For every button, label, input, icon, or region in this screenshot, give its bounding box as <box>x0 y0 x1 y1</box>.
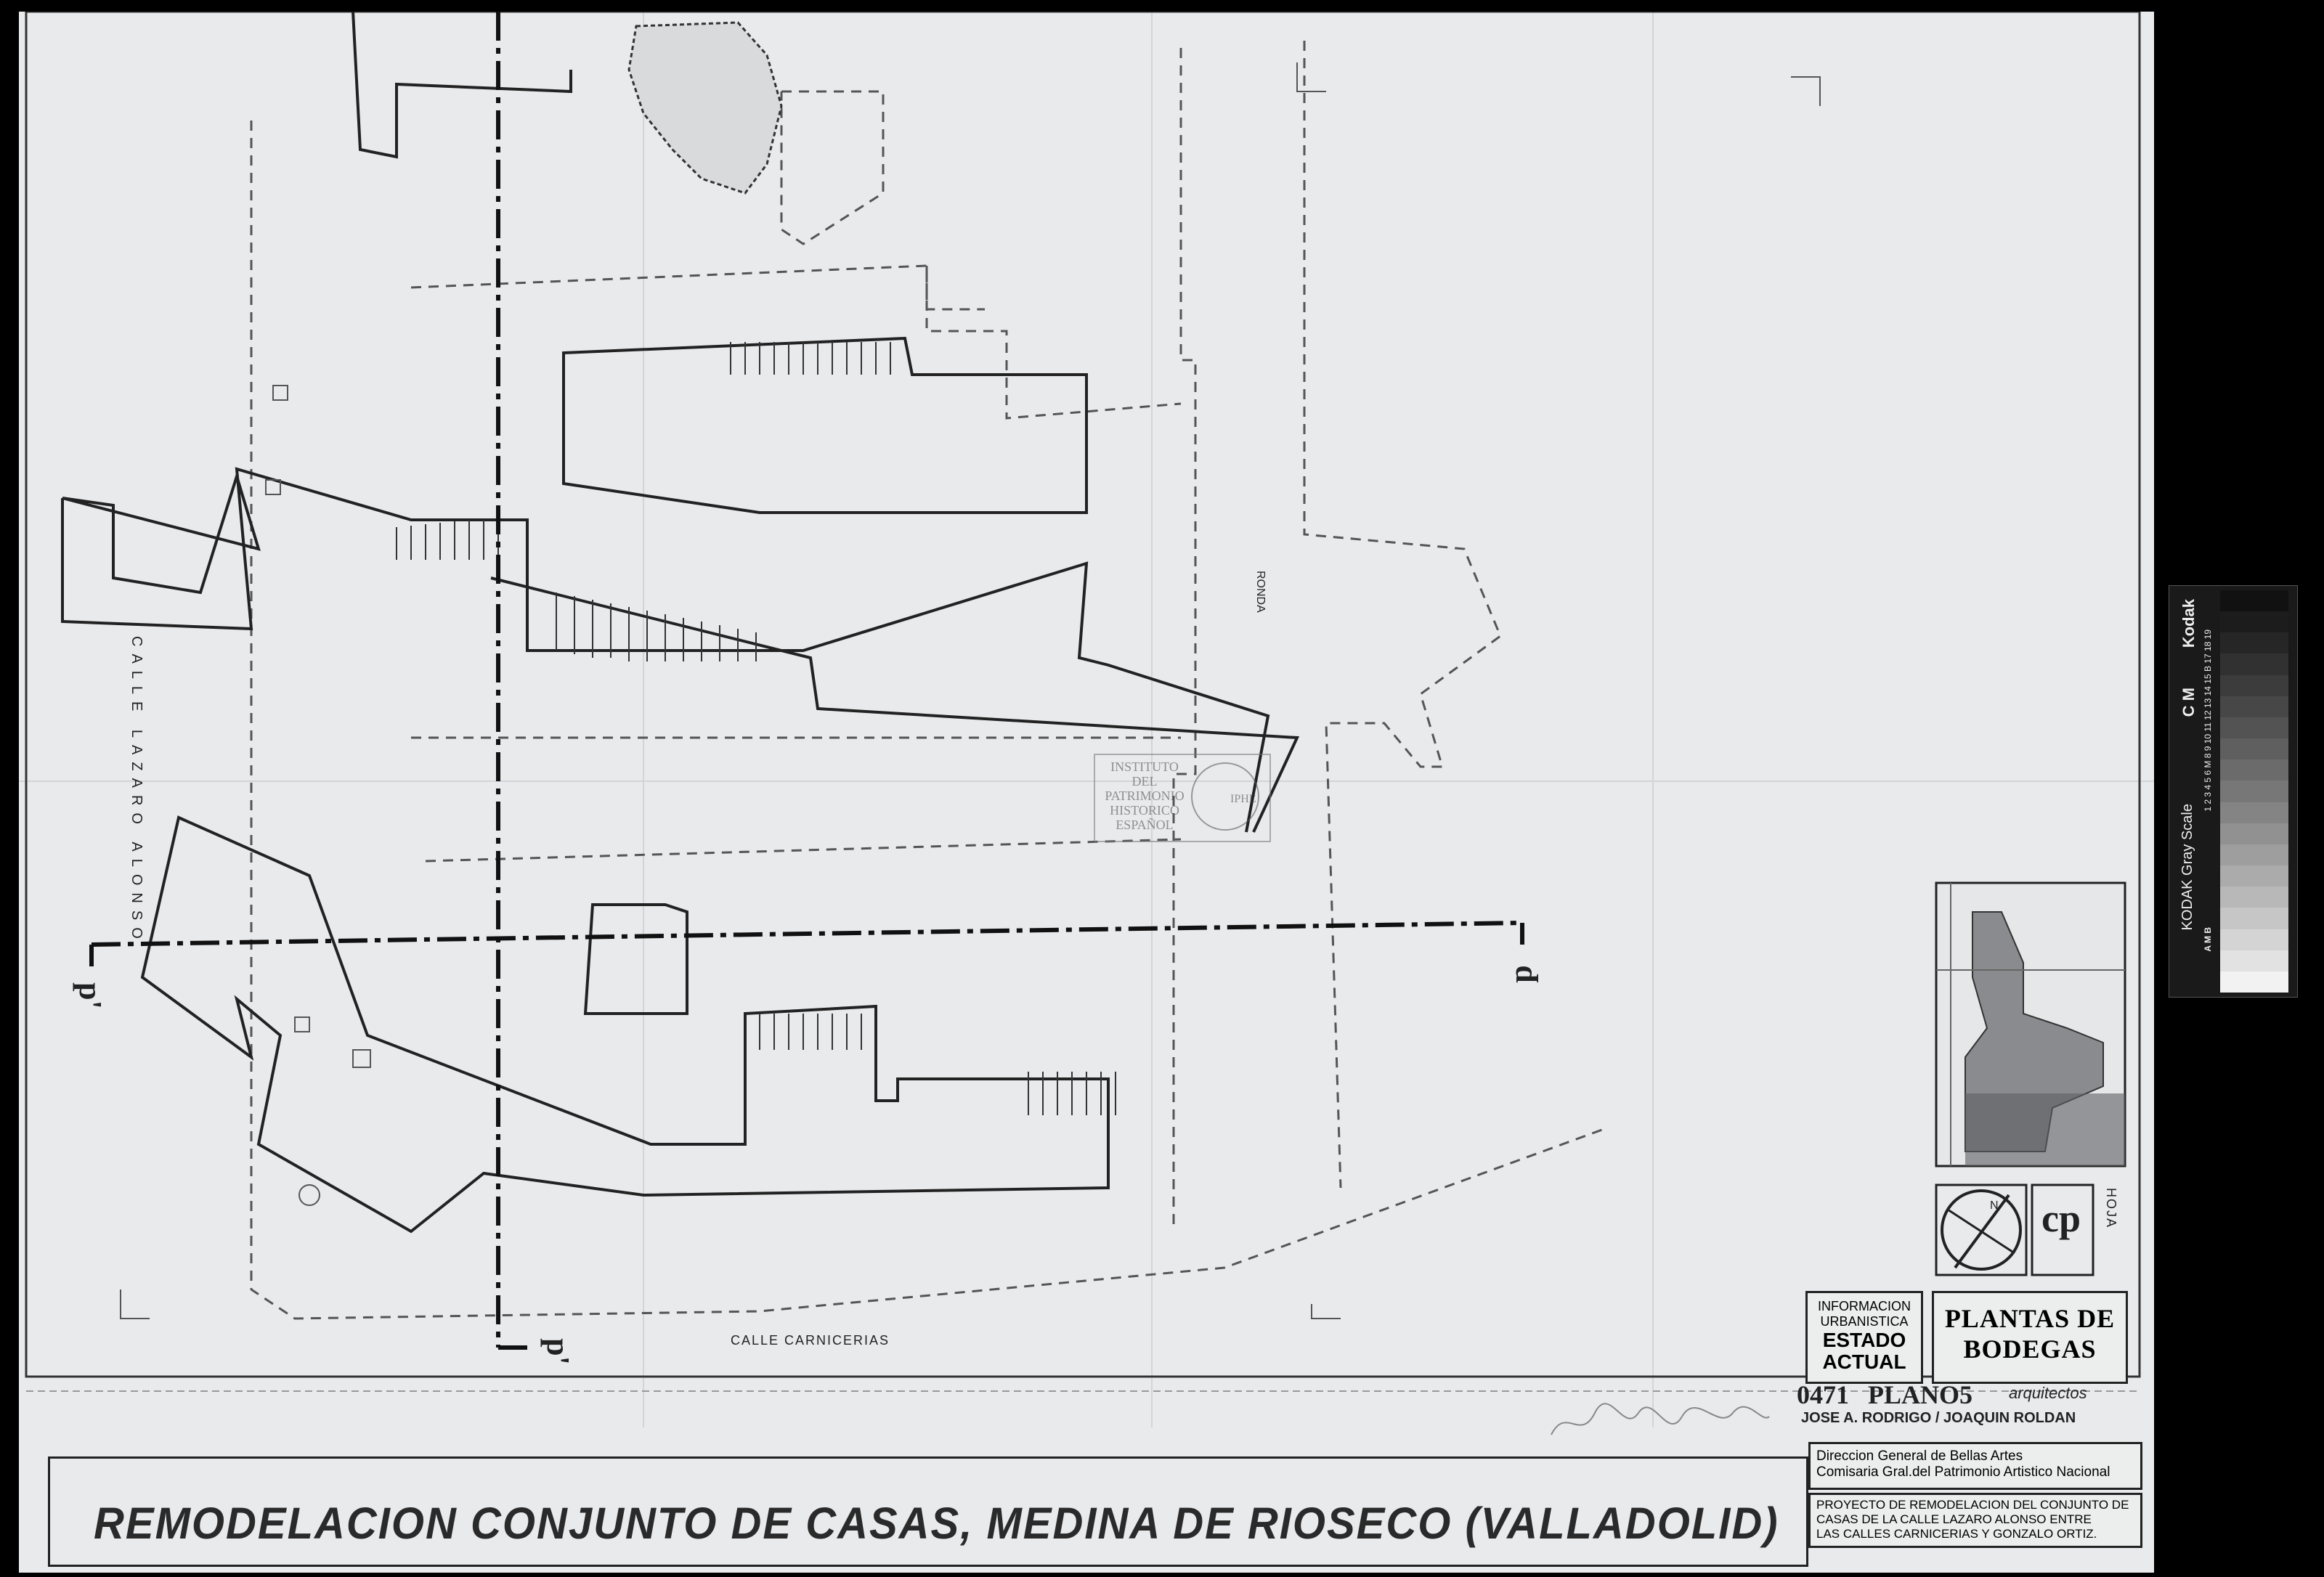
signature-icon <box>1551 1403 1770 1435</box>
hoja-label: HOJA <box>2104 1188 2118 1229</box>
stamp-line-3: PATRIMONIO <box>1105 788 1185 803</box>
iphe-stamp: INSTITUTO DEL PATRIMONIO HISTORICO ESPAÑ… <box>1094 754 1271 842</box>
blueprint-sheet: cp CALLE LAZARO ALONSO CALLE CARNICERIAS… <box>19 12 2154 1573</box>
street-label-calle-carnicerias: CALLE CARNICERIAS <box>731 1333 890 1348</box>
arquitectos-label: arquitectos <box>2009 1384 2087 1402</box>
stamp-line-5: ESPAÑOL <box>1116 818 1174 832</box>
direccion-line-2: Comisaria Gral.del Patrimonio Artistico … <box>1816 1464 2110 1480</box>
sheet-title-box: PLANTAS DE BODEGAS <box>1932 1291 2128 1384</box>
gray-scale-band <box>2220 590 2288 993</box>
north-label: N <box>1990 1199 1999 1212</box>
stamp-line-2: DEL <box>1131 774 1158 788</box>
direccion-box: Direccion General de Bellas Artes Comisa… <box>1808 1442 2142 1490</box>
section-mark-right: p <box>1503 965 1539 983</box>
street-label-calle-lazaro: CALLE LAZARO ALONSO <box>129 636 145 946</box>
proyecto-line-1: PROYECTO DE REMODELACION DEL CONJUNTO DE <box>1816 1498 2129 1512</box>
section-mark-bottom: p' <box>540 1338 576 1365</box>
plan-number: 0471 <box>1797 1380 1849 1409</box>
proyecto-box: PROYECTO DE REMODELACION DEL CONJUNTO DE… <box>1808 1493 2142 1548</box>
architects-names: JOSE A. RODRIGO / JOAQUIN ROLDAN <box>1801 1410 2076 1426</box>
kodak-brand: Kodak <box>2179 599 2198 648</box>
proyecto-line-2: CASAS DE LA CALLE LAZARO ALONSO ENTRE <box>1816 1512 2092 1526</box>
floor-plan-drawing: cp <box>19 12 2154 1427</box>
kodak-letters: A M B <box>2203 927 2213 952</box>
direccion-line-1: Direccion General de Bellas Artes <box>1816 1448 2023 1464</box>
stamp-line-4: HISTORICO <box>1110 803 1179 818</box>
info-line-2: URBANISTICA <box>1820 1314 1909 1329</box>
kodak-gray-scale-card: Kodak C M KODAK Gray Scale 1 2 3 4 5 6 M… <box>2169 585 2298 998</box>
info-line-1: INFORMACION <box>1818 1299 1911 1313</box>
plano-label: PLANO5 <box>1868 1380 1972 1409</box>
kodak-numbers: 1 2 3 4 5 6 M 8 9 10 11 12 13 14 15 B 17… <box>2203 629 2213 812</box>
info-box: INFORMACION URBANISTICA ESTADO ACTUAL <box>1805 1291 1923 1384</box>
section-mark-left: p' <box>72 982 108 1009</box>
info-line-4: ACTUAL <box>1822 1350 1906 1373</box>
street-label-ronda: RONDA <box>1254 571 1267 613</box>
stamp-line-1: INSTITUTO <box>1110 759 1179 774</box>
stamp-code: IPHE <box>1230 793 1256 805</box>
info-line-3: ESTADO <box>1822 1329 1906 1351</box>
sheet-title-line-1: PLANTAS DE <box>1944 1304 2116 1333</box>
proyecto-line-3: LAS CALLES CARNICERIAS Y GONZALO ORTIZ. <box>1816 1527 2097 1541</box>
kodak-cm-marks: C M <box>2179 688 2198 717</box>
stamp-seal-icon <box>1191 762 1259 831</box>
title-band: REMODELACION CONJUNTO DE CASAS, MEDINA D… <box>48 1456 1808 1567</box>
svg-text:cp: cp <box>2041 1197 2081 1240</box>
kodak-label: KODAK Gray Scale <box>2179 804 2195 931</box>
sheet-title-line-2: BODEGAS <box>1963 1334 2097 1364</box>
main-title: REMODELACION CONJUNTO DE CASAS, MEDINA D… <box>94 1499 1779 1549</box>
